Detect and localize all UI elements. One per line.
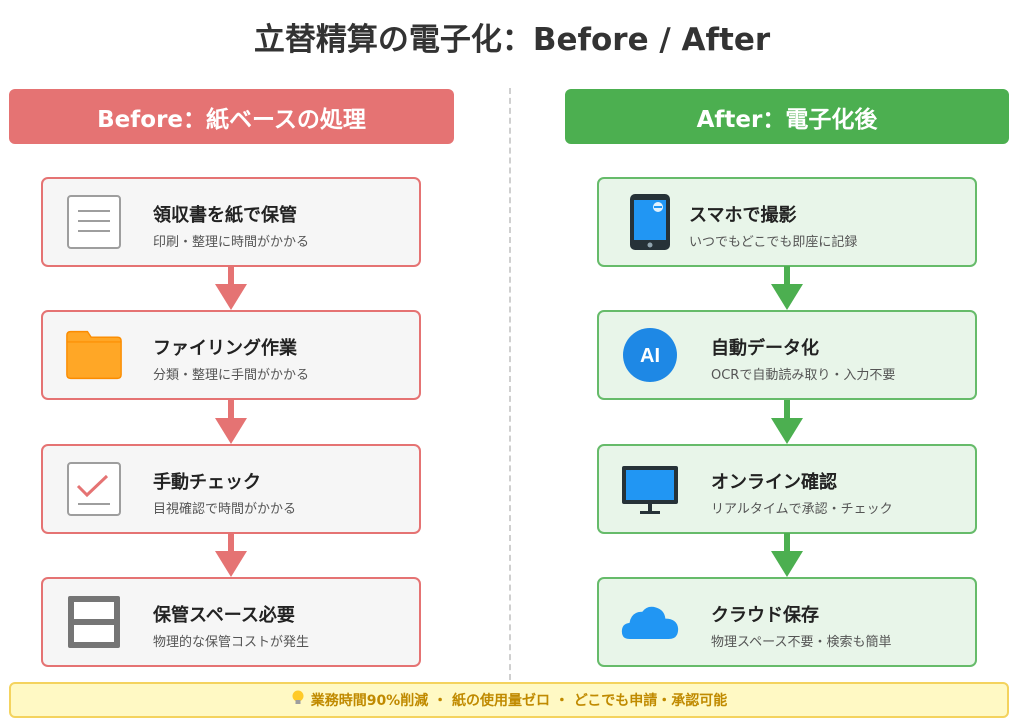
step-title: 領収書を紙で保管	[153, 205, 297, 226]
step-title: ファイリング作業	[153, 338, 297, 359]
arrow-down-icon	[215, 266, 247, 310]
before-header: Before：紙ベースの処理	[9, 89, 454, 144]
after-step-2: AI 自動データ化 OCRで自動読み取り・入力不要	[597, 310, 977, 400]
column-divider	[509, 88, 511, 680]
smartphone-icon	[621, 193, 679, 251]
checklist-icon	[65, 460, 123, 518]
lightbulb-icon	[291, 690, 305, 710]
step-subtitle: 物理スペース不要・検索も簡単	[711, 635, 892, 650]
summary-text: 業務時間90%削減 ・ 紙の使用量ゼロ ・ どこでも申請・承認可能	[310, 693, 728, 709]
step-title: オンライン確認	[711, 472, 837, 493]
step-subtitle: リアルタイムで承認・チェック	[711, 502, 893, 517]
folder-icon	[65, 326, 123, 384]
step-subtitle: 印刷・整理に時間がかかる	[153, 235, 310, 250]
step-title: クラウド保存	[711, 605, 819, 626]
step-title: 自動データ化	[711, 338, 819, 359]
arrow-down-icon	[771, 400, 803, 444]
after-header: After：電子化後	[565, 89, 1009, 144]
before-step-3: 手動チェック 目視確認で時間がかかる	[41, 444, 421, 534]
after-step-1: スマホで撮影 いつでもどこでも即座に記録	[597, 177, 977, 267]
storage-cabinet-icon	[65, 593, 123, 651]
arrow-down-icon	[771, 533, 803, 577]
page-title: 立替精算の電子化：Before / After	[253, 22, 771, 58]
arrow-down-icon	[771, 266, 803, 310]
ai-icon: AI	[621, 326, 679, 384]
after-step-4: クラウド保存 物理スペース不要・検索も簡単	[597, 577, 977, 667]
step-title: スマホで撮影	[689, 205, 797, 226]
step-subtitle: 分類・整理に手間がかかる	[153, 368, 310, 383]
step-subtitle: 物理的な保管コストが発生	[153, 635, 310, 650]
before-step-1: 領収書を紙で保管 印刷・整理に時間がかかる	[41, 177, 421, 267]
step-subtitle: いつでもどこでも即座に記録	[689, 235, 858, 250]
arrow-down-icon	[215, 400, 247, 444]
ai-badge-label: AI	[640, 345, 660, 367]
before-step-2: ファイリング作業 分類・整理に手間がかかる	[41, 310, 421, 400]
step-title: 手動チェック	[153, 472, 261, 493]
document-icon	[65, 193, 123, 251]
cloud-icon	[621, 593, 679, 651]
step-subtitle: 目視確認で時間がかかる	[153, 502, 297, 517]
monitor-icon	[621, 460, 679, 518]
after-step-3: オンライン確認 リアルタイムで承認・チェック	[597, 444, 977, 534]
step-subtitle: OCRで自動読み取り・入力不要	[711, 368, 896, 383]
before-step-4: 保管スペース必要 物理的な保管コストが発生	[41, 577, 421, 667]
arrow-down-icon	[215, 533, 247, 577]
summary-banner: 業務時間90%削減 ・ 紙の使用量ゼロ ・ どこでも申請・承認可能	[9, 682, 1009, 718]
step-title: 保管スペース必要	[153, 605, 295, 626]
